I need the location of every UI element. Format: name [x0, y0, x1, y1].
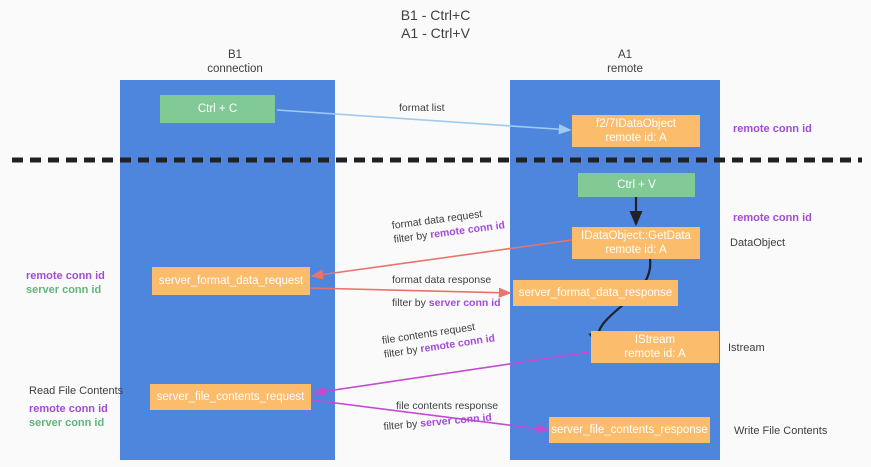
annotation-left-server-conn-id-mid: server conn id — [26, 284, 102, 296]
node-server-file-contents-response[interactable]: server_file_contents_response — [549, 417, 710, 443]
edge-label-file-contents-response: file contents response filter by server … — [383, 399, 499, 434]
annotation-remote-conn-id-top: remote conn id — [733, 123, 812, 135]
annotation-remote-conn-id-mid: remote conn id — [733, 212, 812, 224]
node-istream[interactable]: IStream remote id: A — [591, 331, 719, 363]
edge-label-fcreq-prefix: filter by — [383, 343, 422, 361]
title-line-1: B1 - Ctrl+C — [400, 7, 471, 23]
node-ole-dataobject-line1: f2/7IDataObject — [596, 118, 676, 130]
annotation-dataobject: DataObject — [730, 237, 786, 249]
edge-label-format-data-response-line2: filter by server conn id — [392, 296, 501, 310]
node-ctrl-c[interactable]: Ctrl + C — [160, 95, 275, 123]
node-ctrl-c-label: Ctrl + C — [197, 103, 238, 115]
node-ctrl-v-label: Ctrl + V — [617, 179, 656, 191]
annotation-read-file-contents: Read File Contents — [29, 385, 124, 397]
node-server-file-contents-request[interactable]: server_file_contents_request — [150, 384, 311, 410]
edge-label-format-data-response: format data response filter by server co… — [392, 273, 501, 310]
lane-header-a1-line2: remote — [607, 63, 643, 75]
node-ole-dataobject[interactable]: f2/7IDataObject remote id: A — [572, 115, 700, 147]
edge-label-fdres-prefix: filter by — [392, 297, 429, 309]
node-server-file-contents-response-label: server_file_contents_response — [551, 424, 708, 436]
annotation-left-remote-conn-id-bottom: remote conn id — [29, 403, 108, 415]
annotation-write-file-contents: Write File Contents — [734, 425, 828, 437]
annotation-istream: Istream — [728, 342, 765, 354]
node-idataobject-getdata[interactable]: IDataObject::GetData remote id: A — [572, 227, 700, 259]
annotation-left-remote-conn-id-mid: remote conn id — [26, 270, 105, 282]
edge-label-file-contents-response-line2: filter by server conn id — [383, 410, 499, 434]
node-server-format-data-response[interactable]: server_format_data_response — [513, 280, 678, 306]
node-server-format-data-request[interactable]: server_format_data_request — [152, 267, 310, 295]
edge-label-file-contents-response-line1: file contents response — [396, 400, 499, 412]
node-server-format-data-request-label: server_format_data_request — [158, 275, 304, 287]
edge-label-format-data-request: format data request filter by remote con… — [391, 204, 506, 246]
node-getdata-line2: remote id: A — [605, 244, 667, 256]
edge-label-fdres-key: server conn id — [428, 297, 501, 309]
title-line-2: A1 - Ctrl+V — [401, 25, 470, 41]
edge-label-file-contents-request: file contents request filter by remote c… — [381, 317, 496, 361]
node-ctrl-v[interactable]: Ctrl + V — [578, 173, 695, 197]
node-ole-dataobject-line2: remote id: A — [605, 132, 667, 144]
edge-label-format-list: format list — [399, 102, 445, 114]
lane-header-b1-line2: connection — [207, 63, 263, 75]
annotation-left-server-conn-id-bottom: server conn id — [29, 417, 105, 429]
node-server-file-contents-request-label: server_file_contents_request — [156, 391, 305, 403]
node-getdata-line1: IDataObject::GetData — [581, 230, 691, 242]
lane-header-a1: A1 remote — [510, 48, 740, 76]
edge-label-format-data-response-line1: format data response — [392, 274, 492, 286]
node-istream-line2: remote id: A — [624, 348, 686, 360]
lane-header-a1-line1: A1 — [617, 49, 633, 61]
lane-header-b1: B1 connection — [120, 48, 350, 76]
edge-label-fcres-key: server conn id — [419, 411, 493, 430]
lane-header-b1-line1: B1 — [227, 49, 243, 61]
node-server-format-data-response-label: server_format_data_response — [518, 287, 673, 299]
edge-label-fcres-prefix: filter by — [383, 417, 421, 433]
diagram-title: B1 - Ctrl+C A1 - Ctrl+V — [0, 6, 871, 42]
node-istream-line1: IStream — [634, 334, 676, 346]
edge-label-fdreq-prefix: filter by — [392, 229, 431, 246]
